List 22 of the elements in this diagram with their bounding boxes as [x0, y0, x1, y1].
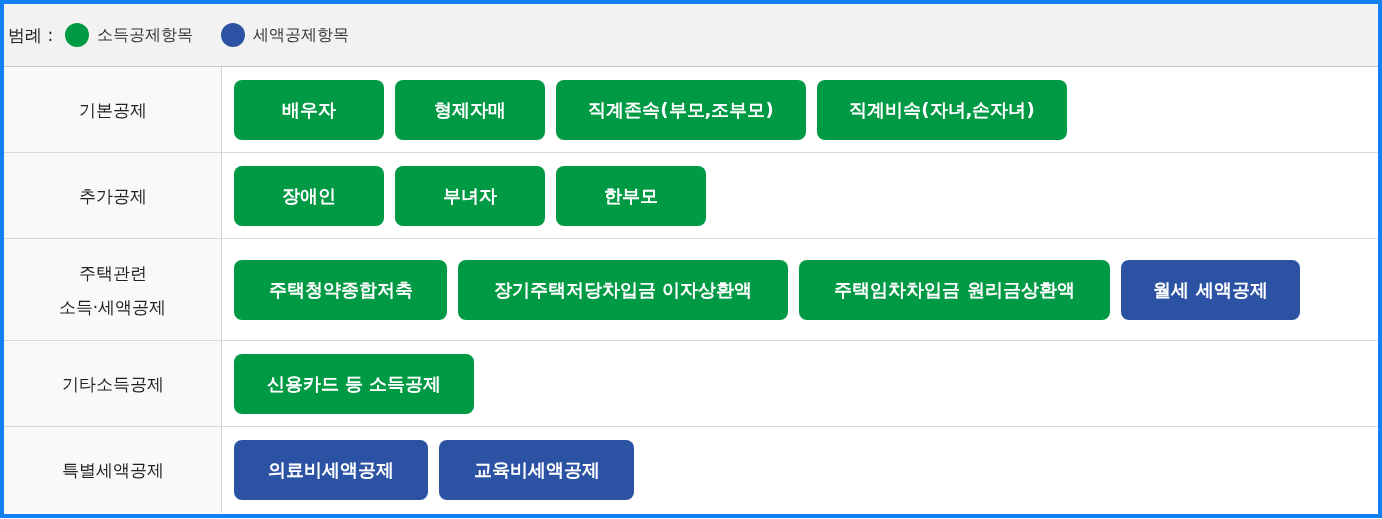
deduction-tag: 교육비세액공제 — [439, 440, 634, 500]
row-header: 기타소득공제 — [4, 341, 222, 427]
deduction-tag: 주택청약종합저축 — [234, 259, 447, 320]
deduction-tag: 장애인 — [234, 165, 384, 226]
deduction-tag: 형제자매 — [395, 79, 545, 140]
deduction-tag: 월세 세액공제 — [1121, 259, 1300, 320]
deduction-tag: 직계비속(자녀,손자녀) — [817, 79, 1067, 140]
row-header: 기본공제 — [4, 67, 222, 153]
deduction-tag: 부녀자 — [395, 165, 545, 226]
deduction-tag: 신용카드 등 소득공제 — [234, 353, 474, 414]
deduction-tag: 장기주택저당차입금 이자상환액 — [458, 259, 788, 320]
deduction-tag: 한부모 — [556, 165, 706, 226]
deduction-tag: 배우자 — [234, 79, 384, 140]
deduction-tag: 직계존속(부모,조부모) — [556, 79, 806, 140]
legend-title: 범례 : — [8, 23, 54, 47]
legend-label: 소득공제항목 — [97, 24, 194, 46]
deduction-tag: 의료비세액공제 — [234, 440, 428, 500]
row-header: 추가공제 — [4, 153, 222, 239]
row-header: 주택관련 소득·세액공제 — [4, 239, 222, 341]
row-header: 특별세액공제 — [4, 427, 222, 513]
legend-label: 세액공제항목 — [253, 24, 350, 46]
deduction-tag: 주택임차차입금 원리금상환액 — [799, 259, 1110, 320]
